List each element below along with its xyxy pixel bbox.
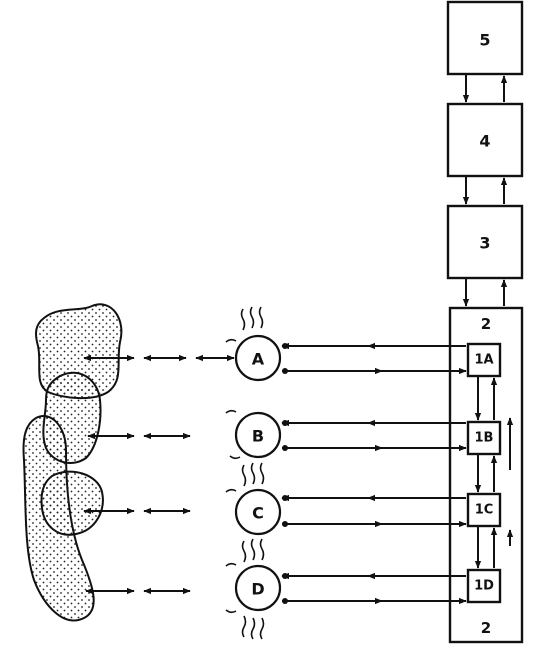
block-3: 3 — [446, 204, 524, 280]
node-d: D — [225, 538, 282, 640]
module-1b: 1B — [466, 420, 502, 456]
module-connectors — [474, 376, 514, 569]
module-1b-label: 1B — [475, 431, 494, 446]
block-4: 4 — [446, 102, 524, 178]
block-3-label: 3 — [479, 234, 490, 253]
node-c-label: C — [252, 504, 264, 523]
dotted-regions — [22, 303, 123, 622]
blob-top — [35, 303, 123, 400]
block-5: 5 — [446, 0, 524, 76]
node-module-links — [281, 342, 467, 605]
block-2-bottom-label: 2 — [481, 619, 491, 637]
node-c: C — [225, 462, 282, 536]
left-double-arrows — [83, 354, 235, 595]
block-4-label: 4 — [479, 132, 490, 151]
block-2-top-label: 2 — [481, 315, 491, 333]
block-5-label: 5 — [479, 31, 490, 50]
module-1d: 1D — [466, 568, 502, 604]
node-b-label: B — [252, 427, 264, 446]
node-b: B — [225, 409, 282, 460]
blob-lower-mid — [40, 470, 104, 536]
module-1a: 1A — [466, 342, 502, 378]
node-d-label: D — [251, 580, 264, 599]
node-a: A — [225, 306, 282, 382]
node-a-label: A — [252, 350, 265, 369]
module-1a-label: 1A — [474, 353, 493, 368]
module-1d-label: 1D — [474, 579, 494, 594]
module-1c-label: 1C — [475, 503, 494, 518]
block-connectors — [462, 74, 508, 307]
module-1c: 1C — [466, 492, 502, 528]
